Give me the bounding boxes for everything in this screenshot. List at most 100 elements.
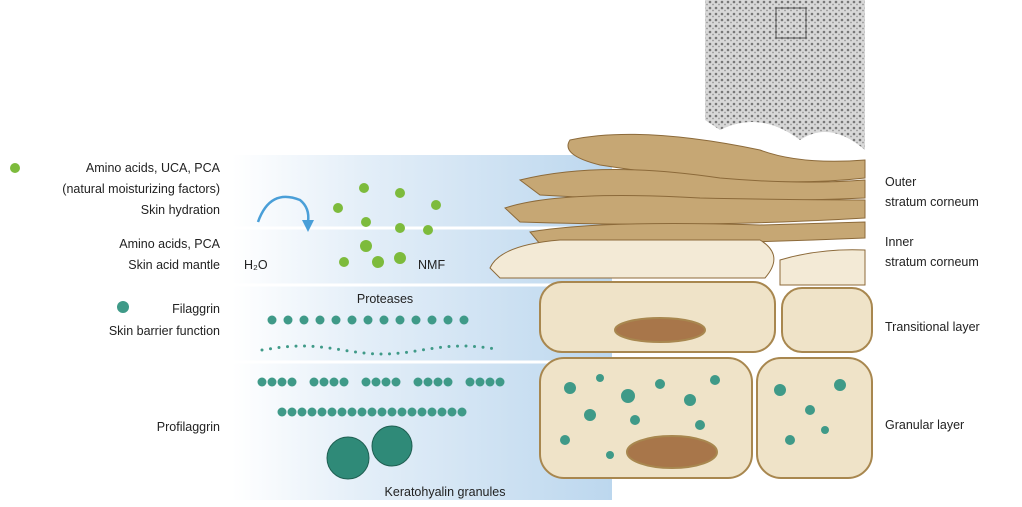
profilaggrin-dot xyxy=(397,407,407,417)
profilaggrin-dot xyxy=(433,377,443,387)
profilaggrin-dot xyxy=(423,377,433,387)
peptide-dot xyxy=(413,349,417,353)
profilaggrin-dot xyxy=(307,407,317,417)
peptide-dot xyxy=(277,346,281,350)
profilaggrin-dot xyxy=(347,407,357,417)
legend-acid-line2: Skin acid mantle xyxy=(128,258,220,272)
peptide-dot xyxy=(345,349,349,353)
profilaggrin-dot xyxy=(337,407,347,417)
legend-profilaggrin: Profilaggrin xyxy=(156,420,220,434)
filaggrin-dot xyxy=(363,315,373,325)
layer-inner-line1: Inner xyxy=(885,235,914,249)
profilaggrin-dot xyxy=(287,407,297,417)
peptide-dot xyxy=(490,346,493,350)
legend-filaggrin-line1: Filaggrin xyxy=(172,302,220,316)
nmf-label: NMF xyxy=(418,258,446,272)
water-arrow-head xyxy=(302,220,314,232)
layer-granular: Granular layer xyxy=(885,418,965,432)
profilaggrin-dot xyxy=(381,377,391,387)
inner-corneum-cells xyxy=(489,239,866,286)
profilaggrin-dot xyxy=(297,407,307,417)
profilaggrin-dot xyxy=(475,377,485,387)
filaggrin-dot xyxy=(347,315,357,325)
filaggrin-dot xyxy=(443,315,453,325)
profilaggrin-dot xyxy=(427,407,437,417)
peptide-dot xyxy=(396,351,400,355)
layer-outer-line1: Outer xyxy=(885,175,917,189)
filaggrin-dot xyxy=(427,315,437,325)
filaggrin-dot xyxy=(459,315,469,325)
profilaggrin-dot xyxy=(319,377,329,387)
profilaggrin-dot xyxy=(407,407,417,417)
profilaggrin-dot xyxy=(257,377,267,387)
profilaggrin-dot xyxy=(361,377,371,387)
filaggrin-dot xyxy=(267,315,277,325)
peptide-dot xyxy=(362,351,366,355)
transitional-cells xyxy=(539,281,873,353)
peptide-dot xyxy=(311,344,315,348)
peptide-dot xyxy=(320,345,323,349)
profilaggrin-dot xyxy=(387,407,397,417)
filaggrin-dot xyxy=(315,315,325,325)
filaggrin-monomers xyxy=(117,301,129,313)
water-label: H₂O xyxy=(244,258,268,272)
legend-nmf-line1: Amino acids, UCA, PCA xyxy=(85,161,220,175)
micrograph-inset-box xyxy=(775,7,807,39)
filaggrin-dot xyxy=(379,315,389,325)
profilaggrin-dot xyxy=(495,377,505,387)
filaggrin-rows xyxy=(257,315,505,417)
peptide-dot xyxy=(371,352,374,356)
peptide-dot xyxy=(481,345,485,349)
layer-inner-line2: stratum corneum xyxy=(885,255,979,269)
peptide-dot xyxy=(430,347,434,351)
legend-nmf-line2: (natural moisturizing factors) xyxy=(62,182,220,196)
profilaggrin-dot xyxy=(267,377,277,387)
peptide-dot xyxy=(328,346,332,350)
profilaggrin-dot xyxy=(327,407,337,417)
peptide-dot xyxy=(447,345,451,349)
profilaggrin-dot xyxy=(417,407,427,417)
peptide-dot xyxy=(456,344,459,348)
profilaggrin-dot xyxy=(309,377,319,387)
peptide-dot xyxy=(405,350,408,354)
profilaggrin-dot xyxy=(457,407,467,417)
profilaggrin-dot xyxy=(329,377,339,387)
granular-granules xyxy=(560,374,846,459)
peptide-dot xyxy=(464,344,468,348)
profilaggrin-dot xyxy=(287,377,297,387)
profilaggrin-dot xyxy=(357,407,367,417)
profilaggrin-dot xyxy=(447,407,457,417)
micrograph xyxy=(705,0,865,150)
layer-outer-line2: stratum corneum xyxy=(885,195,979,209)
profilaggrin-dot xyxy=(367,407,377,417)
keratohyalin-granules xyxy=(326,425,413,480)
peptide-dot xyxy=(294,344,298,348)
profilaggrin-dot xyxy=(413,377,423,387)
profilaggrin-dot xyxy=(391,377,401,387)
peptide-dot xyxy=(379,352,383,356)
peptide-dot xyxy=(269,347,272,351)
peptide-dot xyxy=(388,352,391,356)
profilaggrin-dot xyxy=(371,377,381,387)
filaggrin-dot xyxy=(331,315,341,325)
profilaggrin-dot xyxy=(377,407,387,417)
profilaggrin-dot xyxy=(277,407,287,417)
water-arrow xyxy=(256,195,310,223)
profilaggrin-dot xyxy=(317,407,327,417)
profilaggrin-dot xyxy=(437,407,447,417)
peptide-dot xyxy=(260,348,264,352)
legend-nmf-line3: Skin hydration xyxy=(140,203,220,217)
keratohyalin-label: Keratohyalin granules xyxy=(384,485,506,499)
peptide-dot xyxy=(422,348,425,352)
filaggrin-dot xyxy=(283,315,293,325)
peptide-dot xyxy=(286,345,289,349)
legend-filaggrin-line2: Skin barrier function xyxy=(108,324,220,338)
nmf-molecules xyxy=(10,163,441,268)
peptide-dot xyxy=(354,350,357,354)
profilaggrin-dot xyxy=(485,377,495,387)
peptide-dot xyxy=(473,344,476,348)
legend-acid-line1: Amino acids, PCA xyxy=(119,237,220,251)
profilaggrin-dot xyxy=(277,377,287,387)
